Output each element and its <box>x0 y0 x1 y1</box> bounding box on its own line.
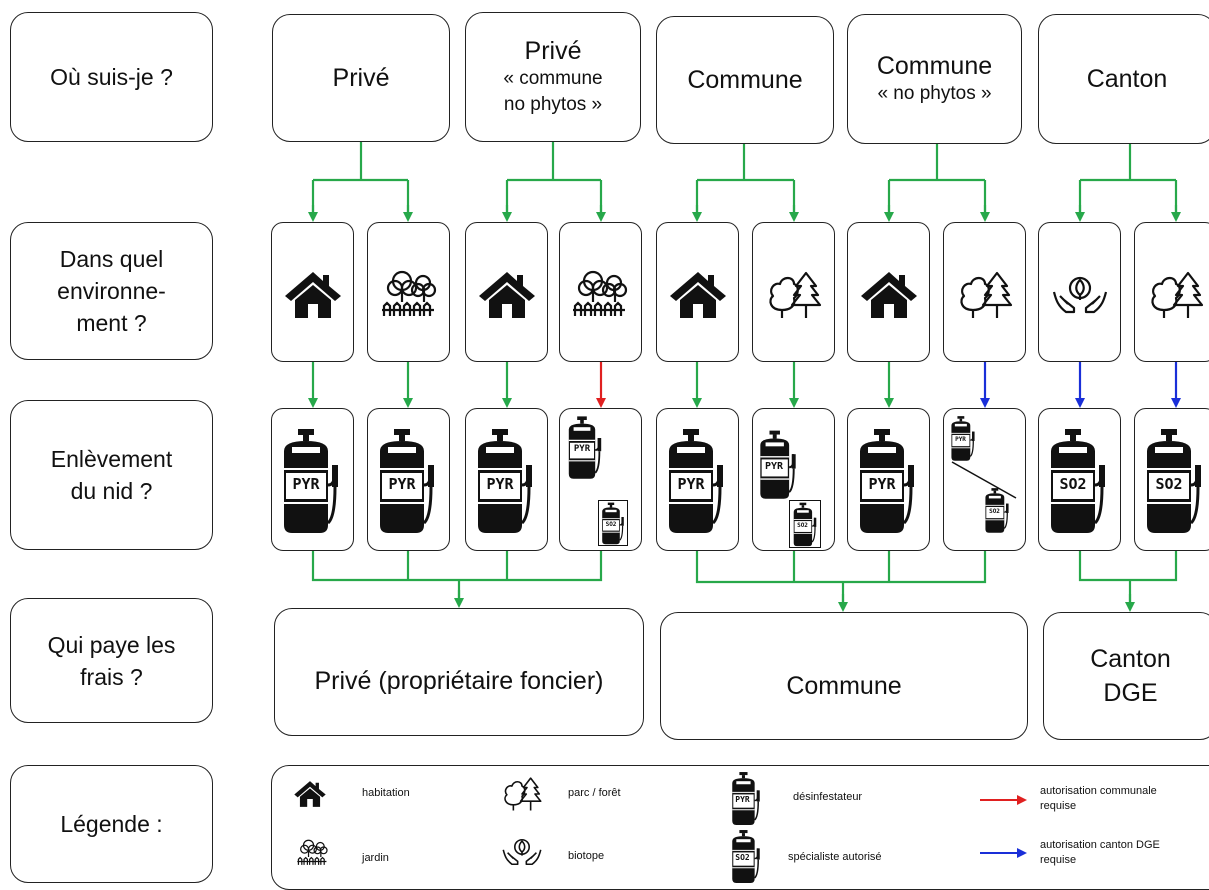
sprayer-pyr-icon: PYR <box>470 425 540 535</box>
sprayer-label: PYR <box>573 444 591 454</box>
garden-icon <box>571 268 631 318</box>
env-card-commune-parc <box>752 222 835 362</box>
sprayer-label: PYR <box>292 475 320 493</box>
sprayer-so2-icon: SO2 <box>982 486 1012 534</box>
location-prive-nophytos-sub-l1: « commune <box>503 68 603 89</box>
house-icon <box>283 270 343 320</box>
row-label-pay-l1: Qui paye les <box>47 631 176 658</box>
row-label-legend-text: Légende : <box>60 811 163 837</box>
sprayer-pyr-icon: PYR <box>661 425 731 535</box>
row-label-env-l1: Dans quel <box>59 246 164 272</box>
biotope-icon <box>1050 270 1110 320</box>
legend-red-l1: autorisation communale <box>1040 785 1157 797</box>
legend-parc-label: parc / forêt <box>568 787 621 799</box>
forest-icon <box>1146 270 1206 320</box>
sprayer-label: PYR <box>388 475 416 493</box>
legend-blue-l1: autorisation canton DGE <box>1040 839 1160 851</box>
location-prive: Privé <box>272 14 450 142</box>
legend-desinfestateur-label: désinfestateur <box>793 791 863 803</box>
legend-forest-icon <box>500 776 544 812</box>
row-label-nest-l2: du nid ? <box>70 478 153 504</box>
sprayer-label: PYR <box>486 475 514 493</box>
slash-divider <box>951 461 1017 499</box>
sprayer-label: PYR <box>868 475 896 493</box>
sprayer-pyr-icon: PYR <box>948 414 978 462</box>
sprayer-label: PYR <box>955 436 966 443</box>
location-prive-nophytos: Privé « commune no phytos » <box>465 12 641 142</box>
row-label-nest-removal: Enlèvement du nid ? <box>10 400 213 550</box>
row-label-env-l3: ment ? <box>76 310 147 336</box>
location-prive-nophytos-title: Privé <box>524 37 582 65</box>
sprayer-pyr-icon: PYR <box>564 414 606 480</box>
legend-jardin-label: jardin <box>362 852 389 864</box>
sprayer-label: SO2 <box>735 853 750 862</box>
legend-sprayer-so2-icon: SO2 <box>728 828 764 884</box>
row-label-nest-l1: Enlèvement <box>50 446 173 472</box>
legend-house-icon <box>293 780 327 808</box>
payer-canton-l1: Canton <box>1090 645 1171 673</box>
location-commune-nophytos: Commune « no phytos » <box>847 14 1022 144</box>
row-label-payer: Qui paye les frais ? <box>10 598 213 723</box>
sprayer-label: SO2 <box>797 522 808 529</box>
legend-sprayer-pyr-icon: PYR <box>728 770 764 826</box>
payer-canton: Canton DGE <box>1043 612 1209 740</box>
forest-icon <box>764 270 824 320</box>
legend-blue-l2: requise <box>1040 854 1077 866</box>
env-card-commune-nophytos-parc <box>943 222 1026 362</box>
location-commune-nophytos-sub: « no phytos » <box>877 83 992 104</box>
location-prive-nophytos-sub-l2: no phytos » <box>503 94 603 115</box>
payer-prive: Privé (propriétaire foncier) <box>274 608 644 736</box>
location-commune-nophytos-title: Commune <box>876 52 993 80</box>
legend-blue-arrow-label: autorisation canton DGE requise <box>1040 838 1200 868</box>
sprayer-so2-icon: SO2 <box>598 500 628 546</box>
legend-biotope-icon <box>500 834 544 870</box>
sprayer-so2-icon: SO2 <box>789 500 821 548</box>
env-card-canton-biotope <box>1038 222 1121 362</box>
row-label-where: Où suis-je ? <box>10 12 213 142</box>
sprayer-label: PYR <box>677 475 705 493</box>
row-label-legend: Légende : <box>10 765 213 883</box>
house-icon <box>477 270 537 320</box>
legend-red-arrow-label: autorisation communale requise <box>1040 784 1200 814</box>
legend-habitation-label: habitation <box>362 787 410 799</box>
sprayer-label: PYR <box>735 795 750 804</box>
sprayer-pyr-icon: PYR <box>276 425 346 535</box>
forest-icon <box>955 270 1015 320</box>
sprayer-label: SO2 <box>989 508 1000 515</box>
house-icon <box>859 270 919 320</box>
sprayer-pyr-icon: PYR <box>852 425 922 535</box>
sprayer-so2-icon: SO2 <box>1139 425 1209 535</box>
payer-prive-text: Privé (propriétaire foncier) <box>314 667 604 695</box>
row-label-environment: Dans quel environne- ment ? <box>10 222 213 360</box>
location-canton-title: Canton <box>1086 65 1168 93</box>
sprayer-label: PYR <box>764 461 784 472</box>
row-label-env-l2: environne- <box>57 278 166 304</box>
payer-commune: Commune <box>660 612 1028 740</box>
row-label-where-text: Où suis-je ? <box>50 64 173 90</box>
row-label-pay-l2: frais ? <box>80 663 143 690</box>
env-card-prive-jardin <box>367 222 450 362</box>
location-canton: Canton <box>1038 14 1209 144</box>
location-commune-title: Commune <box>687 66 803 94</box>
garden-icon <box>380 268 440 318</box>
sprayer-pyr-icon: PYR <box>372 425 442 535</box>
house-icon <box>668 270 728 320</box>
legend-biotope-label: biotope <box>568 850 605 862</box>
payer-canton-l2: DGE <box>1103 679 1158 707</box>
location-commune: Commune <box>656 16 834 144</box>
sprayer-so2-icon: SO2 <box>1043 425 1113 535</box>
legend-garden-icon <box>296 838 330 866</box>
location-prive-title: Privé <box>332 64 390 92</box>
env-card-nophytos-jardin <box>559 222 642 362</box>
sprayer-pyr-icon: PYR <box>755 428 801 500</box>
sprayer-label: SO2 <box>605 521 617 528</box>
sprayer-label: SO2 <box>1155 475 1183 493</box>
legend-specialiste-label: spécialiste autorisé <box>788 851 882 863</box>
payer-commune-text: Commune <box>786 672 902 700</box>
legend-red-l2: requise <box>1040 800 1077 812</box>
sprayer-label: SO2 <box>1059 475 1087 493</box>
